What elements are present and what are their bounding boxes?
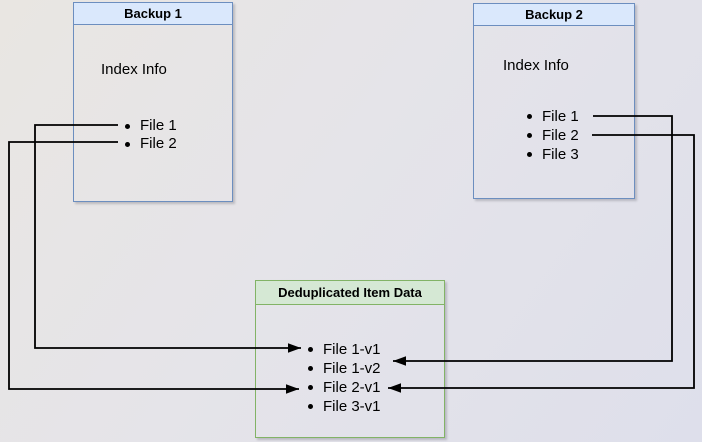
dedup-box: Deduplicated Item Data File 1-v1 File 1-…: [255, 280, 445, 438]
list-item: File 3: [524, 145, 579, 164]
dedup-header: Deduplicated Item Data: [256, 281, 444, 305]
list-item: File 2-v1: [305, 378, 381, 397]
backup2-header: Backup 2: [474, 4, 634, 26]
dedup-title: Deduplicated Item Data: [278, 285, 422, 300]
backup1-header: Backup 1: [74, 3, 232, 25]
backup1-index-info-label: Index Info: [101, 61, 167, 78]
list-item: File 1-v2: [305, 359, 381, 378]
list-item: File 2: [122, 135, 177, 153]
dedup-file-list: File 1-v1 File 1-v2 File 2-v1 File 3-v1: [305, 340, 381, 416]
list-item: File 1-v1: [305, 340, 381, 359]
backup1-title: Backup 1: [124, 6, 182, 21]
backup1-box: Backup 1 Index Info File 1 File 2: [73, 2, 233, 202]
backup2-index-info-label: Index Info: [503, 57, 569, 74]
backup2-box: Backup 2 Index Info File 1 File 2 File 3: [473, 3, 635, 199]
list-item: File 2: [524, 126, 579, 145]
backup1-file-list: File 1 File 2: [122, 117, 177, 153]
list-item: File 1: [524, 107, 579, 126]
backup2-title: Backup 2: [525, 7, 583, 22]
list-item: File 1: [122, 117, 177, 135]
backup2-file-list: File 1 File 2 File 3: [524, 107, 579, 164]
list-item: File 3-v1: [305, 397, 381, 416]
